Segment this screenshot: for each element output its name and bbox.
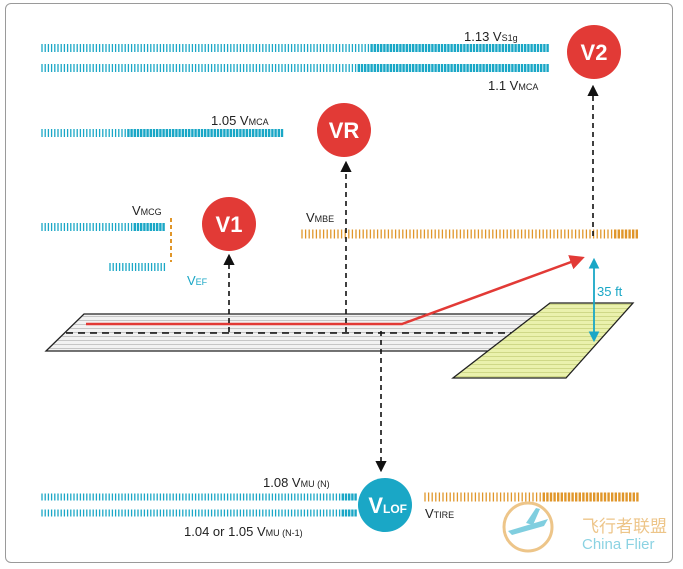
vmu-n-label: 1.08 VMU (N)	[263, 475, 330, 490]
v2-badge: V2	[567, 25, 621, 79]
obstacle-clearance-area	[451, 302, 635, 379]
bar-vmu-n	[41, 493, 357, 501]
bar-vs1g	[41, 44, 549, 52]
vmca-1-05-label: 1.05 VMCA	[211, 113, 269, 128]
bar-vmcg	[41, 223, 165, 231]
vmu-n1-label: 1.04 or 1.05 VMU (N-1)	[184, 524, 303, 539]
watermark-text: 飞行者联盟	[582, 517, 667, 537]
vmcg-label: VMCG	[132, 203, 162, 218]
bar-vef	[109, 263, 166, 271]
bar-vmu-n1	[41, 509, 357, 517]
vef-label: VEF	[187, 273, 208, 288]
v1-label: V1	[216, 212, 243, 237]
vmca-1-1-label: 1.1 VMCA	[488, 78, 538, 93]
takeoff-flight-path	[86, 255, 585, 326]
diagram-frame	[5, 3, 673, 563]
watermark-logo	[502, 501, 554, 553]
vlof-label-sub: LOF	[383, 502, 407, 516]
speed-limit-bars	[41, 44, 639, 517]
bar-vmbe	[301, 229, 638, 239]
vs1g-label: 1.13 VS1g	[464, 29, 518, 44]
vr-label: VR	[329, 118, 360, 143]
v1-badge: V1	[202, 197, 256, 251]
watermark-text-en: China Flier	[582, 536, 655, 553]
vlof-label-main: V	[368, 493, 383, 518]
bar-vmca-1-05	[41, 129, 284, 137]
bar-vmca-1-1	[41, 64, 549, 72]
bar-vtire	[424, 492, 639, 502]
vlof-badge: V LOF	[358, 478, 412, 532]
vr-badge: VR	[317, 103, 371, 157]
v2-label: V2	[581, 40, 608, 65]
vtire-label: VTIRE	[425, 506, 454, 521]
vmbe-label: VMBE	[306, 210, 334, 225]
height-35ft-label: 35 ft	[597, 284, 623, 299]
